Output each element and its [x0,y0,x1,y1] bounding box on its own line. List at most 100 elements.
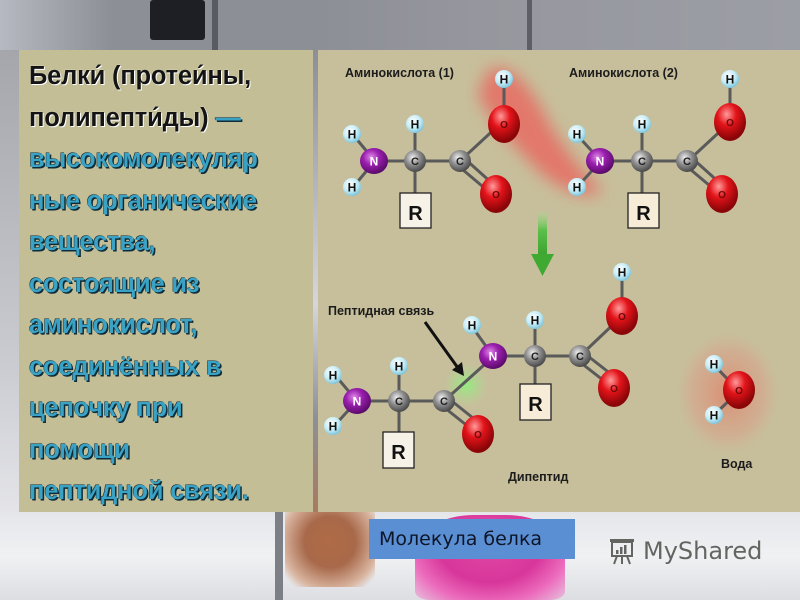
hydrogen-atom-icon: H [406,115,424,133]
nitrogen-atom-icon: N [479,343,507,369]
svg-text:H: H [573,181,582,195]
svg-text:O: O [500,120,508,131]
svg-text:H: H [726,73,735,87]
svg-text:H: H [710,358,719,372]
carbon-atom-icon: C [676,150,698,172]
svg-text:C: C [456,156,464,168]
hydrogen-atom-icon: H [633,115,651,133]
svg-text:O: O [492,190,500,201]
dipeptide-label: Дипептид [508,470,569,484]
oxygen-atom-icon: O [723,371,755,409]
hydrogen-atom-icon: H [705,406,723,424]
definition-line-5: вещества, [29,228,156,256]
definition-line-4: ные органические [29,186,257,215]
amino-acid-1-atoms: H H H H N C C O O R [343,70,520,229]
svg-text:C: C [683,156,691,168]
carbon-atom-icon: C [631,150,653,172]
hydrogen-atom-icon: H [705,355,723,373]
background-window [0,0,800,50]
hydrogen-atom-icon: H [390,357,408,375]
svg-text:H: H [573,128,582,142]
svg-text:H: H [618,266,627,280]
nitrogen-atom-icon: N [360,148,388,174]
svg-text:R: R [391,442,406,464]
panel-divider [313,50,318,512]
svg-text:O: O [618,312,626,323]
radical-group-box: R [519,383,552,421]
svg-text:H: H [348,128,357,142]
definition-line-11: пептидной связи. [29,477,249,505]
amino-acid-2-label: Аминокислота (2) [569,66,678,80]
carbon-atom-icon: C [569,345,591,367]
carbon-atom-icon: C [388,390,410,412]
carbon-atom-icon: C [404,150,426,172]
svg-text:C: C [576,351,584,363]
definition-text-panel: Белки́ (протеи́ны, полипепти́ды) — высок… [19,50,313,512]
hydrogen-atom-icon: H [324,417,342,435]
svg-text:H: H [468,319,477,333]
definition-line-10: помощи [29,435,130,464]
svg-text:R: R [408,203,423,225]
peptide-bond-diagram: H H H H N C C O O R H H H H N C C O O R [318,50,800,512]
svg-text:C: C [395,396,403,408]
svg-text:O: O [610,384,618,395]
hydrogen-atom-icon: H [613,263,631,281]
watermark-text: MyShared [643,537,763,565]
carbon-atom-icon: C [433,390,455,412]
carbon-atom-icon: C [524,345,546,367]
background-object [150,0,205,40]
hydrogen-atom-icon: H [526,311,544,329]
svg-text:N: N [596,155,605,169]
svg-text:H: H [531,314,540,328]
svg-text:H: H [638,118,647,132]
nitrogen-atom-icon: N [586,148,614,174]
amino-acid-2-atoms: H H H H N C C O O R [568,70,746,229]
reaction-arrow-icon [531,212,554,276]
myshared-watermark: MyShared [607,534,762,568]
hydrogen-atom-icon: H [568,125,586,143]
hydrogen-atom-icon: H [343,125,361,143]
definition-line-1: Белки́ (протеи́ны, [29,62,252,90]
definition-line-3: высокомолекуляр [29,145,258,173]
svg-text:H: H [329,420,338,434]
dipeptide-atoms: H H H H H H N N C C C C O O O R R H H O [324,263,755,469]
svg-text:H: H [329,369,338,383]
svg-text:H: H [411,118,420,132]
background-pole [212,0,218,50]
nitrogen-atom-icon: N [343,388,371,414]
background-stripe [275,512,283,600]
amino-acid-1-label: Аминокислота (1) [345,66,454,80]
definition-line-7: аминокислот, [29,311,198,339]
svg-text:O: O [474,430,482,441]
radical-group-box: R [382,431,415,469]
peptide-bond-glow [444,363,488,407]
oxygen-atom-icon: O [606,297,638,335]
oxygen-atom-icon: O [706,175,738,213]
carbon-atom-icon: C [449,150,471,172]
svg-text:H: H [500,73,509,87]
svg-text:O: O [718,190,726,201]
svg-text:H: H [348,181,357,195]
definition-line-8: соединённых в [29,352,222,381]
molecule-diagram-svg: H H H H N C C O O R H H H H N C C O O R [324,68,780,469]
svg-text:N: N [353,395,362,409]
peptide-bond-label: Пептидная связь [328,304,435,318]
water-label: Вода [721,457,753,471]
svg-text:O: O [726,118,734,129]
svg-text:R: R [636,203,651,225]
protein-molecule-caption: Молекула белка [369,519,575,559]
definition-line-9: цепочку при [29,394,183,422]
svg-text:N: N [489,350,498,364]
oxygen-atom-icon: O [462,415,494,453]
hydrogen-atom-icon: H [463,316,481,334]
peptide-bond-pointer-arrow [423,321,464,376]
presentation-board-icon [610,539,634,565]
oxygen-atom-icon: O [488,105,520,143]
definition-line-2: полипепти́ды) — [29,103,241,132]
oxygen-atom-icon: O [480,175,512,213]
hydrogen-atom-icon: H [568,178,586,196]
oxygen-atom-icon: O [598,369,630,407]
svg-text:C: C [531,351,539,363]
radical-group-box: R [399,192,432,229]
background-pole [527,0,532,50]
